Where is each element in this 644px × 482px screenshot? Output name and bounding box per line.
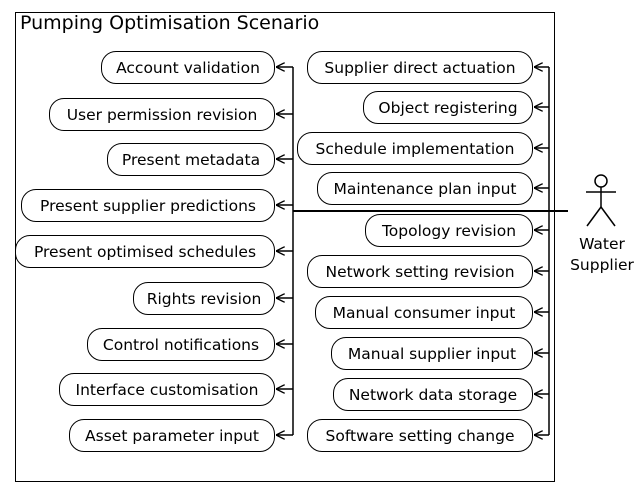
use-case-topology-revision: Topology revision: [365, 214, 533, 247]
use-case-object-registering: Object registering: [363, 91, 533, 124]
use-case-control-notifications: Control notifications: [87, 328, 275, 361]
use-case-maintenance-plan-input: Maintenance plan input: [317, 172, 533, 205]
use-case-supplier-direct-actuation: Supplier direct actuation: [307, 51, 533, 84]
use-case-present-supplier-predictions: Present supplier predictions: [21, 189, 275, 222]
use-case-network-data-storage: Network data storage: [333, 378, 533, 411]
actor-label-line1: Water: [579, 235, 625, 253]
use-case-asset-parameter-input: Asset parameter input: [69, 419, 275, 452]
use-case-user-permission-revision: User permission revision: [49, 98, 275, 131]
use-case-manual-supplier-input: Manual supplier input: [331, 337, 533, 370]
use-case-network-setting-revision: Network setting revision: [307, 255, 533, 288]
use-case-interface-customisation: Interface customisation: [59, 373, 275, 406]
use-case-present-metadata: Present metadata: [107, 143, 275, 176]
use-case-rights-revision: Rights revision: [133, 282, 275, 315]
actor-label: Water Supplier: [566, 234, 638, 276]
connector-lines: [276, 0, 616, 463]
diagram-title: Pumping Optimisation Scenario: [20, 12, 320, 34]
use-case-schedule-implementation: Schedule implementation: [297, 132, 533, 165]
water-supplier-actor-icon: [586, 174, 616, 227]
use-case-present-optimised-schedules: Present optimised schedules: [15, 235, 275, 268]
actor-label-line2: Supplier: [570, 256, 634, 274]
use-case-software-setting-change: Software setting change: [307, 419, 533, 452]
use-case-manual-consumer-input: Manual consumer input: [315, 296, 533, 329]
use-case-account-validation: Account validation: [101, 51, 275, 84]
